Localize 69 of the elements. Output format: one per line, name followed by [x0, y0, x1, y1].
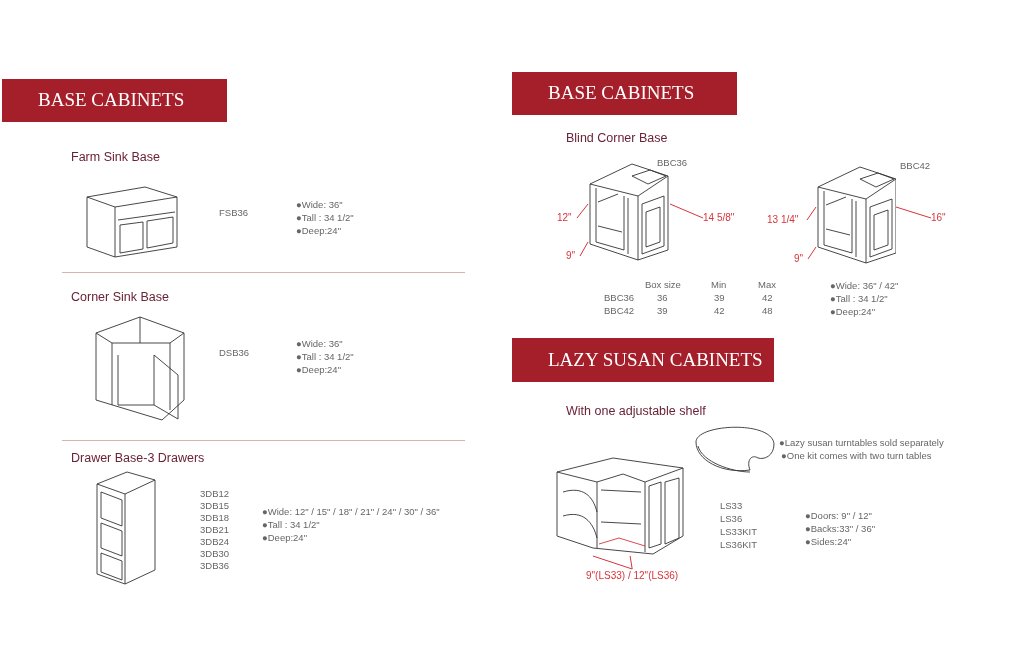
section-heading: Blind Corner Base	[566, 130, 668, 147]
spec-text: Box size	[645, 279, 681, 291]
dimension-label: 9"	[566, 249, 576, 263]
spec-text: ●Backs:33" / 36"	[805, 523, 876, 535]
spec-text: LS36KIT	[720, 539, 757, 551]
spec-text: ●Tall : 34 1/2"	[830, 293, 888, 305]
spec-text: ●One kit comes with two turn tables	[781, 450, 932, 462]
section-heading: Corner Sink Base	[71, 289, 169, 306]
dimension-label: 16"	[931, 211, 946, 225]
spec-text: 3DB21	[200, 524, 230, 536]
spec-text: ●Wide: 36" / 42"	[830, 280, 899, 292]
spec-text: ●Deep:24"	[296, 225, 342, 237]
leader-line	[895, 206, 932, 219]
spec-text: ●Wide: 12" / 15" / 18" / 21" / 24" / 30" / 36"	[262, 506, 440, 518]
spec-text: 3DB36	[200, 560, 230, 572]
spec-text: LS36	[720, 513, 743, 525]
leader-line	[579, 241, 589, 257]
leader-line	[629, 555, 633, 570]
cabinet-drawing	[816, 165, 896, 265]
section-banner: BASE CABINETS	[512, 72, 737, 115]
spec-text: ●Deep:24"	[262, 532, 308, 544]
cabinet-drawing	[93, 470, 159, 586]
spec-text: ●Wide: 36"	[296, 338, 343, 350]
section-heading: Farm Sink Base	[71, 149, 160, 166]
dimension-label: 9"	[794, 252, 804, 266]
spec-text: 39	[657, 305, 668, 317]
spec-text: ●Deep:24"	[296, 364, 342, 376]
spec-text: 3DB15	[200, 500, 230, 512]
spec-text: BBC36	[657, 157, 688, 169]
section-heading: With one adjustable shelf	[566, 403, 706, 420]
leader-line	[806, 206, 817, 221]
dimension-label: 9"(LS33) / 12"(LS36)	[586, 569, 679, 583]
dimension-label: 12"	[557, 211, 572, 225]
spec-text: 39	[714, 292, 725, 304]
spec-text: 3DB12	[200, 488, 230, 500]
leader-line	[807, 246, 817, 260]
spec-text: ●Tall : 34 1/2"	[296, 212, 354, 224]
section-banner: LAZY SUSAN CABINETS	[512, 338, 774, 382]
section-heading: Drawer Base-3 Drawers	[71, 450, 205, 467]
spec-text: Min	[711, 279, 727, 291]
spec-text: 36	[657, 292, 668, 304]
dimension-label: 13 1/4"	[767, 213, 799, 227]
spec-text: ●Doors: 9" / 12"	[805, 510, 872, 522]
spec-text: ●Tall : 34 1/2"	[296, 351, 354, 363]
spec-text: LS33KIT	[720, 526, 757, 538]
spec-text: 42	[714, 305, 725, 317]
spec-text: LS33	[720, 500, 743, 512]
section-banner: BASE CABINETS	[2, 79, 227, 122]
spec-text: BBC42	[604, 305, 635, 317]
spec-text: 3DB24	[200, 536, 230, 548]
spec-text: ●Sides:24"	[805, 536, 852, 548]
spec-text: BBC36	[604, 292, 635, 304]
spec-text: BBC42	[900, 160, 931, 172]
spec-text: 3DB30	[200, 548, 230, 560]
dimension-label: 14 5/8"	[703, 211, 735, 225]
cabinet-drawing	[85, 185, 180, 260]
spec-text: FSB36	[219, 207, 249, 219]
spec-text: ●Wide: 36"	[296, 199, 343, 211]
leader-line	[592, 555, 633, 570]
spec-text: ●Deep:24"	[830, 306, 876, 318]
spec-text: ●Tall : 34 1/2"	[262, 519, 320, 531]
leader-line	[576, 203, 589, 219]
spec-text: 3DB18	[200, 512, 230, 524]
spec-text: 48	[762, 305, 773, 317]
spec-text: Max	[758, 279, 776, 291]
cabinet-drawing	[92, 315, 187, 423]
spec-text: 42	[762, 292, 773, 304]
spec-text: DSB36	[219, 347, 250, 359]
leader-line	[669, 203, 704, 219]
